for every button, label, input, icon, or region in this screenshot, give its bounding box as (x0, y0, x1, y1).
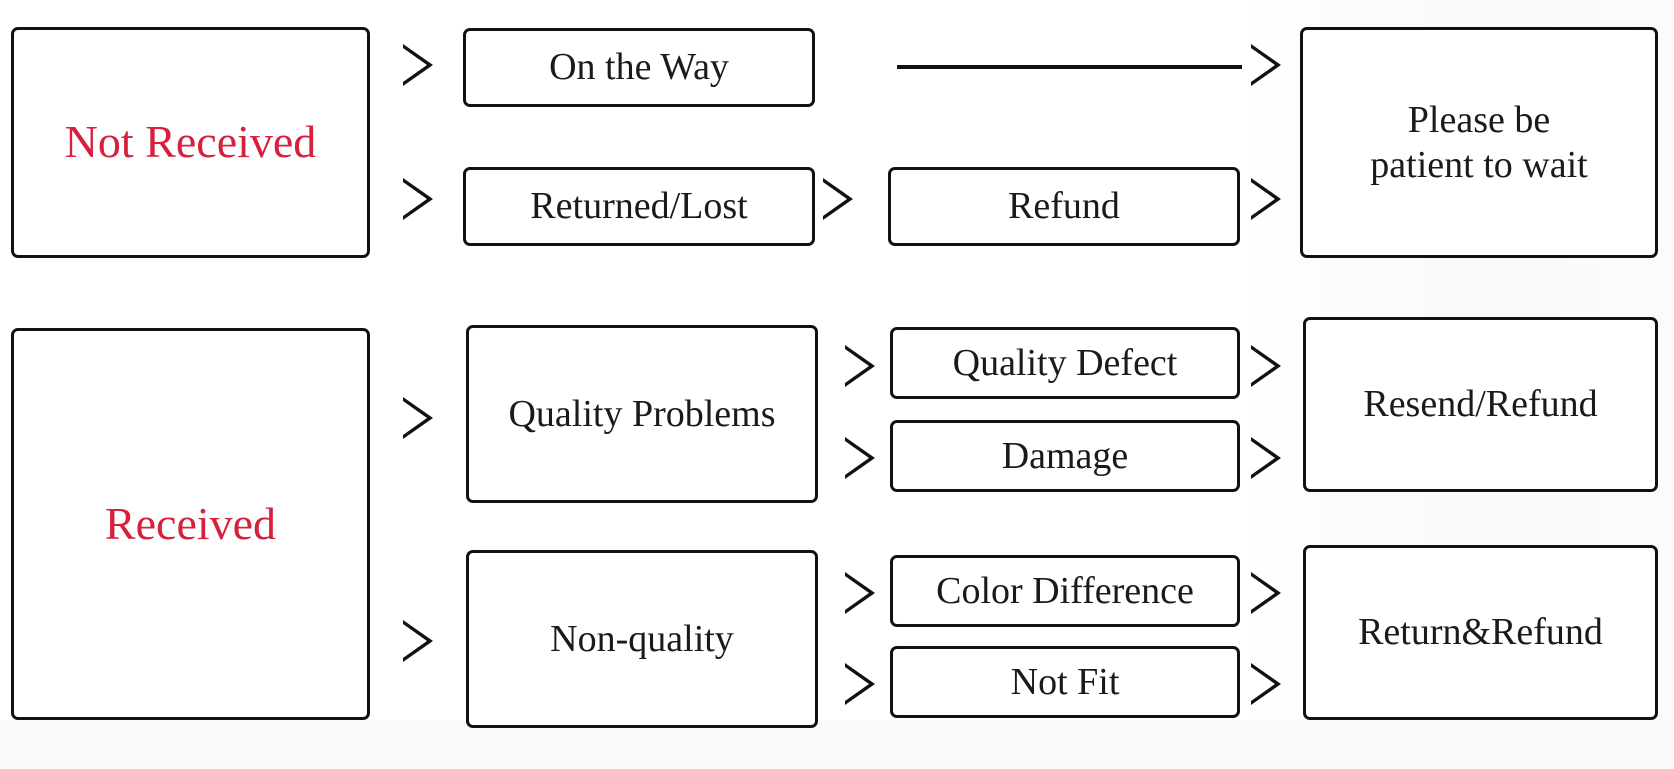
node-not-received[interactable]: Not Received (11, 27, 370, 258)
node-refund[interactable]: Refund (888, 167, 1240, 246)
node-received[interactable]: Received (11, 328, 370, 720)
node-return-and-refund[interactable]: Return&Refund (1303, 545, 1658, 720)
background-wash-bottom (0, 720, 1674, 769)
node-non-quality[interactable]: Non-quality (466, 550, 818, 728)
node-quality-problems[interactable]: Quality Problems (466, 325, 818, 503)
node-quality-defect[interactable]: Quality Defect (890, 327, 1240, 399)
node-returned-lost[interactable]: Returned/Lost (463, 167, 815, 246)
please-be-patient-line-1: Please be (1407, 98, 1551, 141)
node-please-be-patient-to-wait[interactable]: Please be patient to wait (1300, 27, 1658, 258)
connector-on-the-way-to-outcome (897, 65, 1242, 69)
node-resend-refund[interactable]: Resend/Refund (1303, 317, 1658, 492)
please-be-patient-line-2: patient to wait (1370, 143, 1588, 186)
node-color-difference[interactable]: Color Difference (890, 555, 1240, 627)
node-on-the-way[interactable]: On the Way (463, 28, 815, 107)
node-not-fit[interactable]: Not Fit (890, 646, 1240, 718)
node-damage[interactable]: Damage (890, 420, 1240, 492)
